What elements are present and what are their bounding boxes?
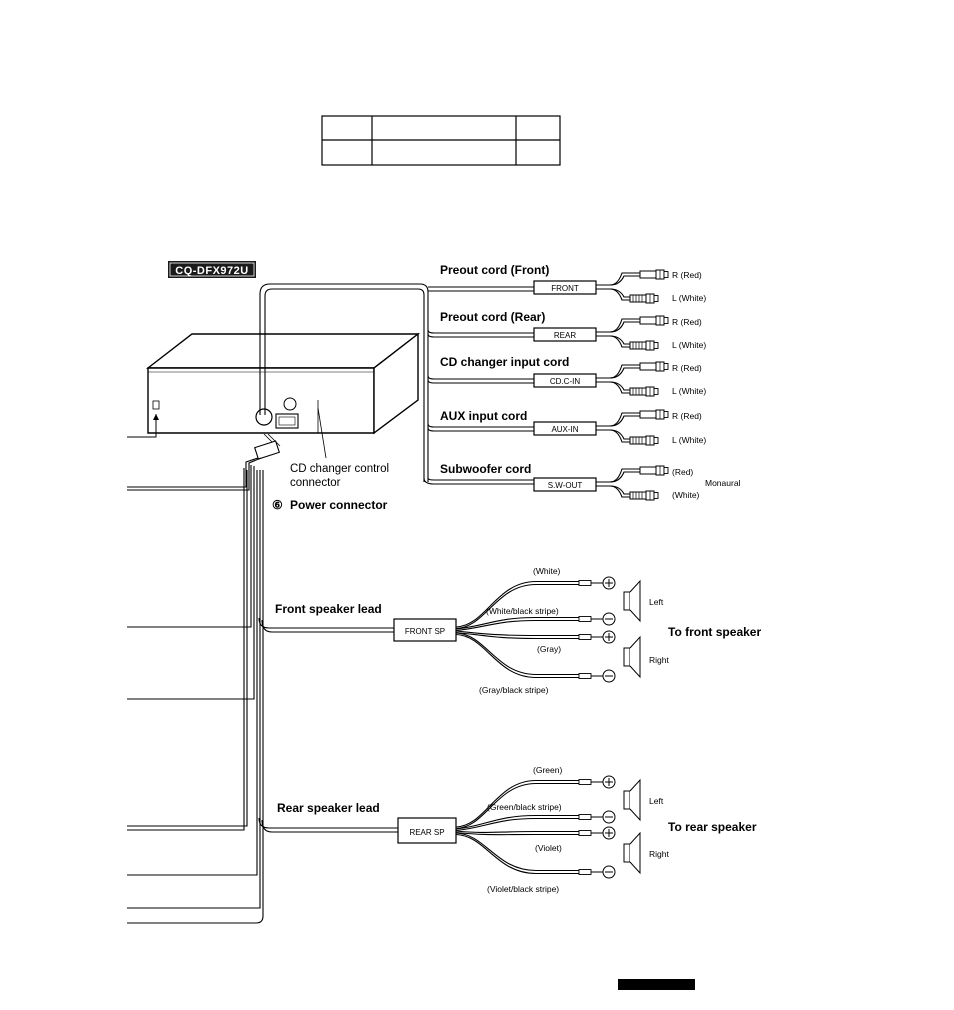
sw-r-label: (Red) (672, 467, 693, 477)
rear-r-label: R (Red) (672, 317, 702, 327)
rca-rear-l-plug (629, 340, 659, 351)
cd-control-pointer (317, 407, 327, 459)
rear-terminal-1 (602, 775, 616, 789)
preout-box-cdc: CD.C-IN (533, 373, 597, 388)
front-wire-4 (455, 632, 603, 679)
front-sp-box-label: FRONT SP (405, 627, 445, 636)
front-terminal-2 (602, 612, 616, 626)
front-wire-2 (455, 616, 603, 632)
to-front-speaker: To front speaker (668, 625, 761, 639)
box-aux-label: AUX-IN (551, 425, 578, 434)
rear-speaker-title: Rear speaker lead (277, 801, 380, 815)
rca-sw-r-plug (639, 465, 669, 476)
aux-title: AUX input cord (440, 409, 527, 423)
rear-wire-2 (455, 814, 603, 832)
rear-wire-1 (455, 779, 603, 830)
rca-cdc-l-plug (629, 386, 659, 397)
rear-wire2-label: (Green/black stripe) (487, 802, 562, 812)
cd-control-line2: connector (290, 477, 341, 489)
preout-box-sw: S.W-OUT (533, 477, 597, 492)
box-rear-label: REAR (554, 331, 576, 340)
aux-r-label: R (Red) (672, 411, 702, 421)
front-r-label: R (Red) (672, 270, 702, 280)
rear-right-speaker-icon (623, 831, 641, 875)
rear-terminal-2 (602, 810, 616, 824)
rear-wire1-label: (Green) (533, 765, 562, 775)
rca-cdc-r-plug (639, 361, 669, 372)
front-terminal-1 (602, 576, 616, 590)
box-sw-label: S.W-OUT (548, 481, 583, 490)
cd-control-line1: CD changer control (290, 463, 389, 475)
front-terminal-4 (602, 669, 616, 683)
rca-front-r-plug (639, 269, 669, 280)
rear-right-label: Right (649, 849, 669, 859)
header-table (321, 115, 561, 166)
cdc-r-label: R (Red) (672, 363, 702, 373)
preout-rear-title: Preout cord (Rear) (440, 310, 545, 324)
front-wire3-label: (Gray) (537, 644, 561, 654)
rear-wire3-label: (Violet) (535, 843, 562, 853)
rear-wire4-label: (Violet/black stripe) (487, 884, 559, 894)
rear-sp-box: REAR SP (397, 817, 457, 844)
front-terminal-3 (602, 630, 616, 644)
rear-l-label: L (White) (672, 340, 706, 350)
box-front-label: FRONT (551, 284, 579, 293)
preout-box-front: FRONT (533, 280, 597, 295)
rear-wire-4 (455, 832, 603, 875)
head-unit (127, 332, 421, 459)
preout-box-aux: AUX-IN (533, 421, 597, 436)
rear-wire-3 (455, 830, 603, 836)
front-right-speaker-icon (623, 635, 641, 679)
footer-bar (618, 979, 695, 990)
rear-left-speaker-icon (623, 778, 641, 822)
sw-l-label: (White) (672, 490, 700, 500)
power-connector-number: ⑥ (272, 498, 283, 512)
cdc-l-label: L (White) (672, 386, 706, 396)
front-wire4-label: (Gray/black stripe) (479, 685, 549, 695)
front-speaker-title: Front speaker lead (275, 602, 382, 616)
rear-sp-box-label: REAR SP (409, 828, 444, 837)
power-connector-label: Power connector (290, 498, 388, 512)
preout-front-title: Preout cord (Front) (440, 263, 549, 277)
front-right-label: Right (649, 655, 669, 665)
rca-rear-wires (596, 318, 642, 348)
model-badge: CQ-DFX972U (168, 261, 256, 278)
model-label: CQ-DFX972U (175, 265, 248, 277)
box-cdc-label: CD.C-IN (550, 377, 580, 386)
preout-harness (259, 283, 534, 485)
front-left-label: Left (649, 597, 664, 607)
speaker-wires (455, 576, 641, 879)
rca-front-wires (596, 272, 642, 301)
rca-cdc-wires (596, 364, 642, 394)
to-rear-speaker: To rear speaker (668, 820, 757, 834)
power-connector-plug (253, 433, 281, 460)
rca-aux-r-plug (639, 409, 669, 420)
front-wire1-label: (White) (533, 566, 561, 576)
front-wire-3 (455, 630, 603, 640)
preout-box-rear: REAR (533, 327, 597, 342)
rca-leads (596, 269, 669, 501)
front-wire2-label: (White/black stripe) (486, 606, 559, 616)
rear-terminal-3 (602, 826, 616, 840)
sw-monaural-label: Monaural (705, 478, 741, 488)
rca-sw-wires (596, 468, 642, 498)
power-harness (127, 457, 398, 924)
front-l-label: L (White) (672, 293, 706, 303)
cd-changer-title: CD changer input cord (440, 355, 569, 369)
rca-aux-wires (596, 412, 642, 443)
rca-front-l-plug (629, 293, 659, 304)
rear-terminal-4 (602, 865, 616, 879)
aux-l-label: L (White) (672, 435, 706, 445)
rca-aux-l-plug (629, 435, 659, 446)
rear-left-label: Left (649, 796, 664, 806)
subwoofer-title: Subwoofer cord (440, 462, 531, 476)
rca-sw-l-plug (629, 490, 659, 501)
front-wire-1 (455, 580, 603, 630)
front-left-speaker-icon (623, 579, 641, 623)
rca-rear-r-plug (639, 315, 669, 326)
front-sp-box: FRONT SP (393, 618, 457, 642)
